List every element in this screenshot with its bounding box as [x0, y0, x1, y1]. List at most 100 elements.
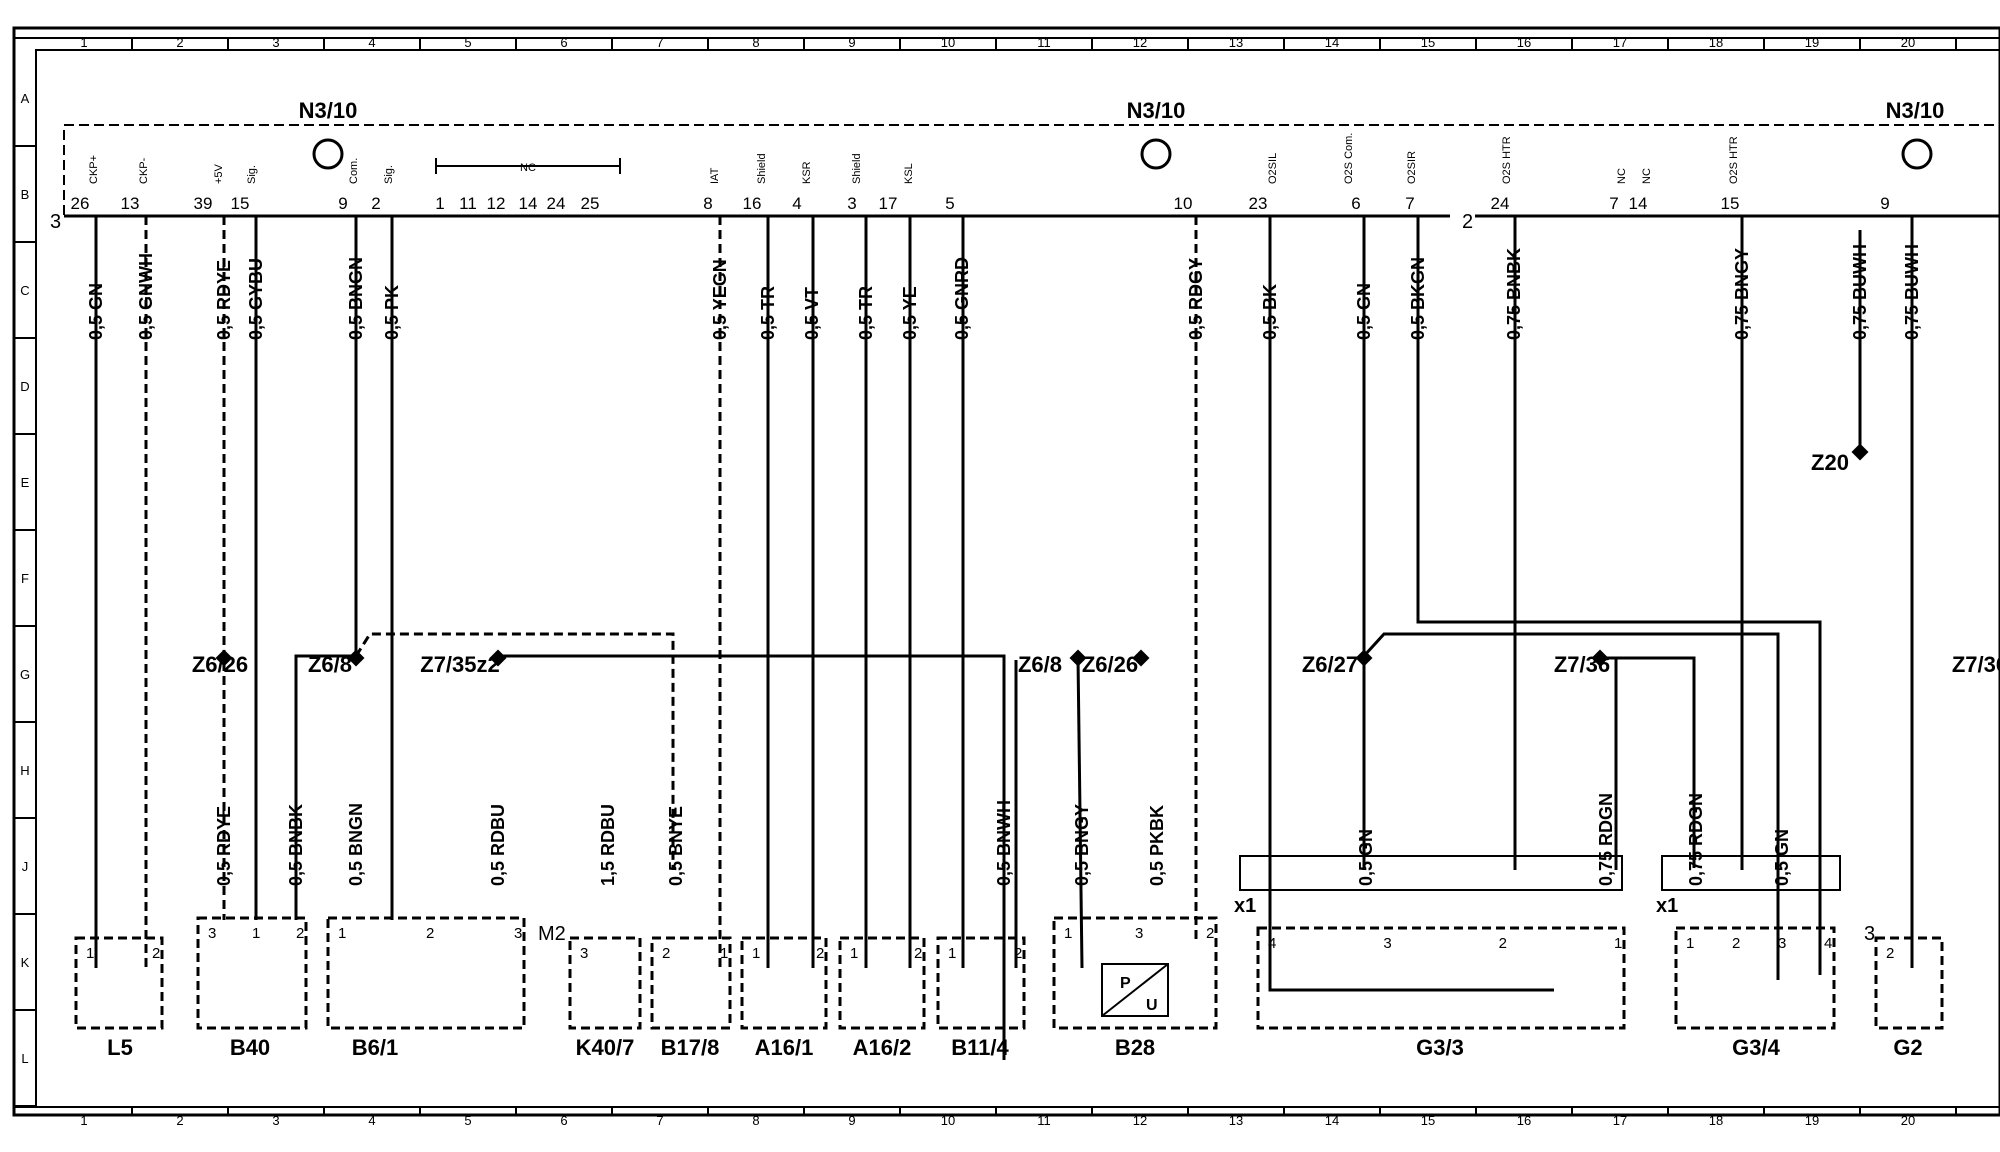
grid-column-label: 6 [560, 35, 567, 50]
grid-column-label: 4 [368, 35, 375, 50]
wire-label: 0,75 BNGY [1732, 248, 1752, 340]
splice-label: Z7/35z2 [420, 652, 500, 677]
wire [1416, 216, 1822, 975]
grid-column-label: 14 [1325, 1113, 1339, 1128]
grid-column-label: 7 [656, 1113, 663, 1128]
pin-number: 26 [71, 194, 90, 213]
component-box [838, 936, 926, 1030]
grid-column-label: 4 [368, 1113, 375, 1128]
grid-row-label: H [20, 763, 29, 778]
component-pin-number: 2 [662, 945, 670, 962]
component-pin-number: 2 [914, 945, 922, 962]
wire-label: 0,5 YEGN [710, 259, 730, 340]
wire-label: 0,5 BNBK [286, 804, 306, 886]
splice-label: Z7/36 [1952, 652, 2000, 677]
x1-label: x1 [1234, 895, 1256, 917]
component-box [74, 936, 164, 1030]
wire-label: 0,5 BNGN [346, 803, 366, 886]
grid-column-label: 16 [1517, 35, 1531, 50]
pin-number: 24 [547, 194, 566, 213]
connector-number: 2 [1462, 211, 1473, 233]
grid-column-label: 19 [1805, 35, 1819, 50]
splices: Z6/26Z6/8Z7/35z2Z6/8Z6/26Z6/27Z7/36Z7/36… [192, 443, 2000, 677]
pin-number: 10 [1174, 194, 1193, 213]
component-label: G3/3 [1416, 1035, 1464, 1060]
splice-label: Z6/8 [1018, 652, 1062, 677]
grid-column-label: 3 [272, 35, 279, 50]
grid-column-label: 17 [1613, 1113, 1627, 1128]
splice-icon [347, 649, 365, 667]
component-label: L5 [107, 1035, 133, 1060]
component-label: B40 [230, 1035, 270, 1060]
component-box [936, 936, 1026, 1030]
grid-column-label: 12 [1133, 35, 1147, 50]
wire-label: 0,75 BNBK [1504, 248, 1524, 340]
control-unit-label: N3/10 [1127, 98, 1186, 123]
component-box [1256, 926, 1626, 1030]
grid-column-label: 11 [1037, 1113, 1051, 1128]
pin-name: O2SIR [1406, 151, 1418, 184]
pin-name: O2S Com. [1343, 133, 1355, 184]
pin-name: KSR [801, 161, 813, 184]
wire-label: 0,5 GN [1772, 829, 1792, 886]
splice-icon [1591, 649, 1609, 667]
grid-column-label: 19 [1805, 1113, 1819, 1128]
pin-number: 4 [792, 194, 801, 213]
component-label: B17/8 [661, 1035, 720, 1060]
grid-column-label: 3 [272, 1113, 279, 1128]
component-pin-number: 1 [1614, 935, 1622, 952]
grid-row-label: K [21, 955, 30, 970]
grid-column-label: 16 [1517, 1113, 1531, 1128]
wire [498, 654, 1006, 1060]
grid-row-label: G [20, 667, 30, 682]
component-box [1052, 916, 1218, 1030]
component-pin-number: 1 [850, 945, 858, 962]
splice-icon [215, 649, 233, 667]
grid-column-label: 7 [656, 35, 663, 50]
pu-letter: U [1146, 997, 1158, 1014]
control-unit-n3-10: N3/10 N3/10 N3/10 3 2 [50, 98, 2000, 233]
connector-number: 3 [50, 211, 61, 233]
pin-number: 23 [1249, 194, 1268, 213]
grid-row-label: F [21, 571, 29, 586]
component-label: K40/7 [576, 1035, 635, 1060]
grid-column-label: 8 [752, 1113, 759, 1128]
grid-column-label: 10 [941, 35, 955, 50]
grid-column-label: 20 [1901, 1113, 1915, 1128]
component-pin-number: 2 [1886, 945, 1894, 962]
wire-label: 0,5 GNRD [952, 257, 972, 340]
x1-label: x1 [1656, 895, 1678, 917]
component-pin-number: 1 [86, 945, 94, 962]
grid-column-label: 2 [176, 1113, 183, 1128]
grid-column-label: 6 [560, 1113, 567, 1128]
wire-label: 0,5 PKBK [1147, 805, 1167, 886]
grid-column-label: 15 [1421, 1113, 1435, 1128]
wire-label: 0,5 GYBU [246, 258, 266, 340]
wire-label: 0,5 BK [1260, 284, 1280, 340]
splice-icon [1355, 649, 1373, 667]
component-pin-number: 3 [1135, 925, 1143, 942]
splice-label: Z6/8 [308, 652, 352, 677]
component-pin-number: 1 [338, 925, 346, 942]
component-box [1874, 936, 1944, 1030]
wire-label: 0,5 PK [382, 285, 402, 340]
pin-name: NC [1616, 168, 1628, 184]
component-box [326, 916, 526, 1030]
component-label: G3/4 [1732, 1035, 1780, 1060]
component-label: G2 [1893, 1035, 1922, 1060]
pin-number: 24 [1491, 194, 1510, 213]
pu-letter: P [1120, 975, 1131, 992]
wire-label: 0,5 GN [86, 283, 106, 340]
pin-name: NC [1641, 168, 1653, 184]
wires [94, 216, 1914, 1060]
grid-column-label: 11 [1037, 35, 1051, 50]
pu-converter-icon [1101, 963, 1169, 1017]
component-box [1674, 926, 1836, 1030]
grid-column-label: 13 [1229, 1113, 1243, 1128]
grid-row-label: D [20, 379, 29, 394]
